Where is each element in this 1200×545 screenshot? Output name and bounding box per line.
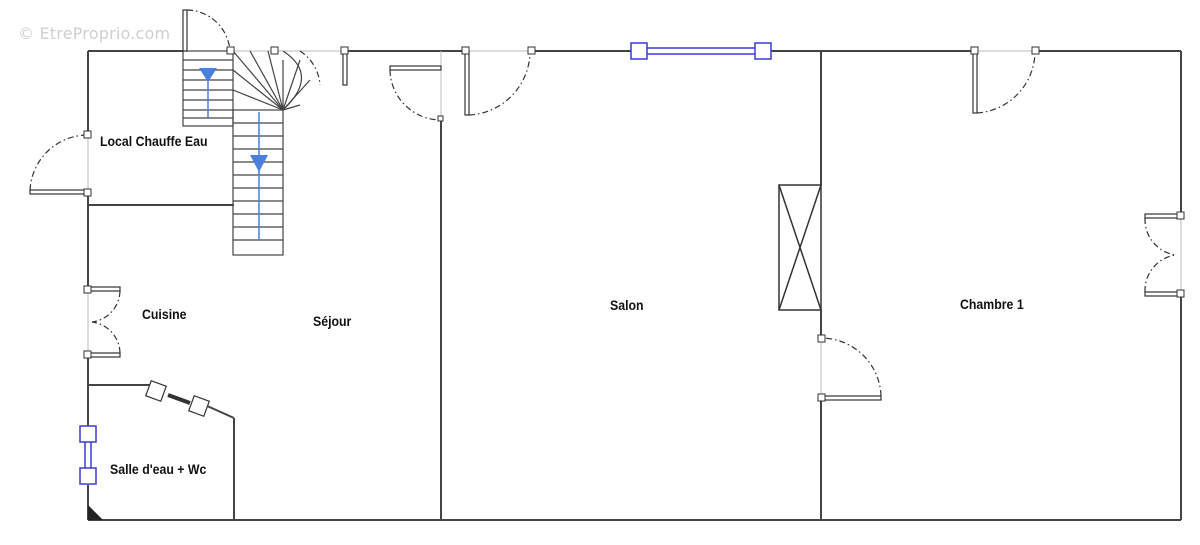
corner-mark bbox=[88, 505, 103, 520]
outer-walls bbox=[87, 50, 1182, 521]
room-label-chambre: Chambre 1 bbox=[960, 296, 1024, 312]
wall-markers bbox=[83, 46, 1185, 402]
room-label-cuisine: Cuisine bbox=[142, 306, 187, 322]
watermark: © EtreProprio.com bbox=[18, 24, 171, 43]
room-label-local: Local Chauffe Eau bbox=[100, 133, 208, 149]
opening-lines bbox=[87, 50, 1182, 398]
room-label-salle: Salle d'eau + Wc bbox=[110, 461, 207, 477]
room-label-sejour: Séjour bbox=[313, 313, 352, 329]
doors bbox=[29, 9, 1182, 401]
bathroom-window bbox=[144, 379, 211, 418]
chimney-duct bbox=[778, 184, 822, 311]
stair-arrows bbox=[199, 68, 268, 240]
room-label-salon: Salon bbox=[610, 297, 644, 313]
interior-walls bbox=[88, 51, 822, 520]
staircase bbox=[182, 50, 311, 256]
windows bbox=[79, 42, 772, 485]
